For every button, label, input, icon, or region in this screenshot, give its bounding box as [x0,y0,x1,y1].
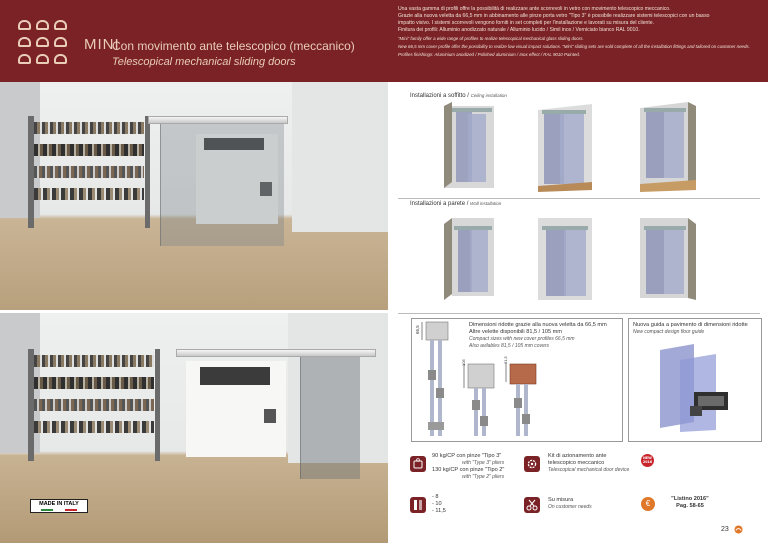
dimension-label-105: 105 [461,359,466,366]
kit-text-it: telescopico meccanico [548,460,605,466]
intro-line-en: "Mini" family offer a wide range of prof… [398,36,584,42]
label-en: Wall installation [470,201,502,206]
made-in-italy-badge: MADE IN ITALY [30,499,88,513]
page-number: 23 [721,526,729,533]
badge-text: NEW [643,456,652,460]
intro-line: impatto visivo. I sistemi scorrevoli ven… [398,20,655,27]
euro-icon: € [641,497,655,511]
custom-size-text-en: On customer needs [548,504,592,510]
profiles-description: Dimensioni ridotte grazie alla nuova vel… [469,322,619,350]
gear-icon [524,456,540,472]
series-label: MINI [84,36,120,53]
page-header: MINI Con movimento ante telescopico (mec… [0,0,768,82]
floor-guide-drawing [660,344,728,432]
price-list-title: "Listino 2016" [671,496,709,502]
load-clamp: con pinze "Tipo 3" [456,453,502,459]
load-clamp-en: with "Type 2" pliers [462,474,505,480]
kit-info: Kit di azionamento ante telescopico mecc… [548,453,648,474]
profiles-text-it: Altre velette disponibili 81,5 / 105 mm [469,329,562,335]
load-capacity-info: 90 kg/CP con pinze "Tipo 3" with "Type 3… [432,453,542,481]
label-it: Installazioni a parete / [410,201,471,207]
floor-guide-description: Nuova guida a pavimento di dimensioni ri… [633,322,759,336]
load-clamp-en: with "Type 3" pliers [462,460,505,466]
custom-size-info: Su misura On customer needs [548,497,638,511]
profiles-box [411,318,623,442]
brand-logo [18,20,76,71]
divider [398,313,760,314]
load-clamp: con pinze "Tipo 2" [459,467,505,473]
ceiling-install-drawing-2 [538,104,592,192]
divider [398,198,760,199]
floor-guide-text-it: Nuova guida a pavimento di dimensioni ri… [633,322,748,328]
glass-thickness-info: - 8 - 10 - 11,5 [432,494,472,515]
profile-section-drawings [421,321,537,436]
made-in-italy-text: MADE IN ITALY [39,501,79,507]
italy-flag [41,509,77,511]
new-badge: NEW 2016 [641,454,654,467]
ceiling-install-drawing-3 [640,102,696,192]
kit-text-en: Telescopical mechanical door device [548,467,630,473]
load-value: 90 kg/CP [432,453,455,459]
profiles-text-en: Also avilables 81,5 / 105 mm covers [469,343,550,349]
glass-thickness-value: - 10 [432,501,442,507]
room-photo-closed [0,82,388,310]
load-value: 130 kg/CP [432,467,459,473]
intro-line: Grazie alla nuova veletta da 66,5 mm in … [398,13,710,20]
profiles-text-it: Dimensioni ridotte grazie alla nuova vel… [469,322,607,328]
page-title: Con movimento ante telescopico (meccanic… [112,39,355,53]
profiles-text-en: Compact sizes with new cover profiles 66… [469,336,575,342]
custom-size-text-it: Su misura [548,497,574,503]
badge-year: 2016 [642,460,653,464]
glass-thickness-icon [410,497,426,513]
wall-install-drawing-2 [538,218,592,300]
intro-line: Finitura dei profili: Alluminio anodizza… [398,27,640,34]
intro-line: Una vasta gamma di profili offre la poss… [398,6,671,12]
ceiling-install-drawing-1 [444,102,494,188]
scissors-icon [524,497,540,513]
page-subtitle: Telescopical mechanical sliding doors [112,56,296,68]
kit-text-it: Kit di azionamento ante [548,453,607,459]
glass-thickness-value: - 11,5 [432,508,446,514]
label-en: Ceiling installation [470,93,507,98]
glass-thickness-value: - 8 [432,494,439,500]
room-photo-open [0,313,388,543]
dimension-label-81: 81,5 [503,356,508,364]
floor-guide-box [628,318,762,442]
weight-icon [410,456,426,472]
wall-install-drawing-1 [444,218,494,300]
intro-text: Una vasta gamma di profili offre la poss… [398,6,758,58]
price-list-pages: Pag. 58-65 [676,503,704,509]
label-it: Installazioni a soffitto / [410,93,471,99]
intro-line-en: New 66,5 mm cover profile offer the poss… [398,44,750,50]
brand-mark-icon [734,525,743,534]
ceiling-installation-label: Installazioni a soffitto / Ceiling insta… [410,93,507,99]
intro-line-en: Profiles finishings: Aluminium anodized … [398,52,581,58]
wall-installation-label: Installazioni a parete / Wall installati… [410,201,501,207]
floor-guide-text-en: New compact design floor guide [633,329,705,335]
price-list-reference: "Listino 2016" Pag. 58-65 [660,496,720,510]
wall-install-drawing-3 [640,218,696,300]
